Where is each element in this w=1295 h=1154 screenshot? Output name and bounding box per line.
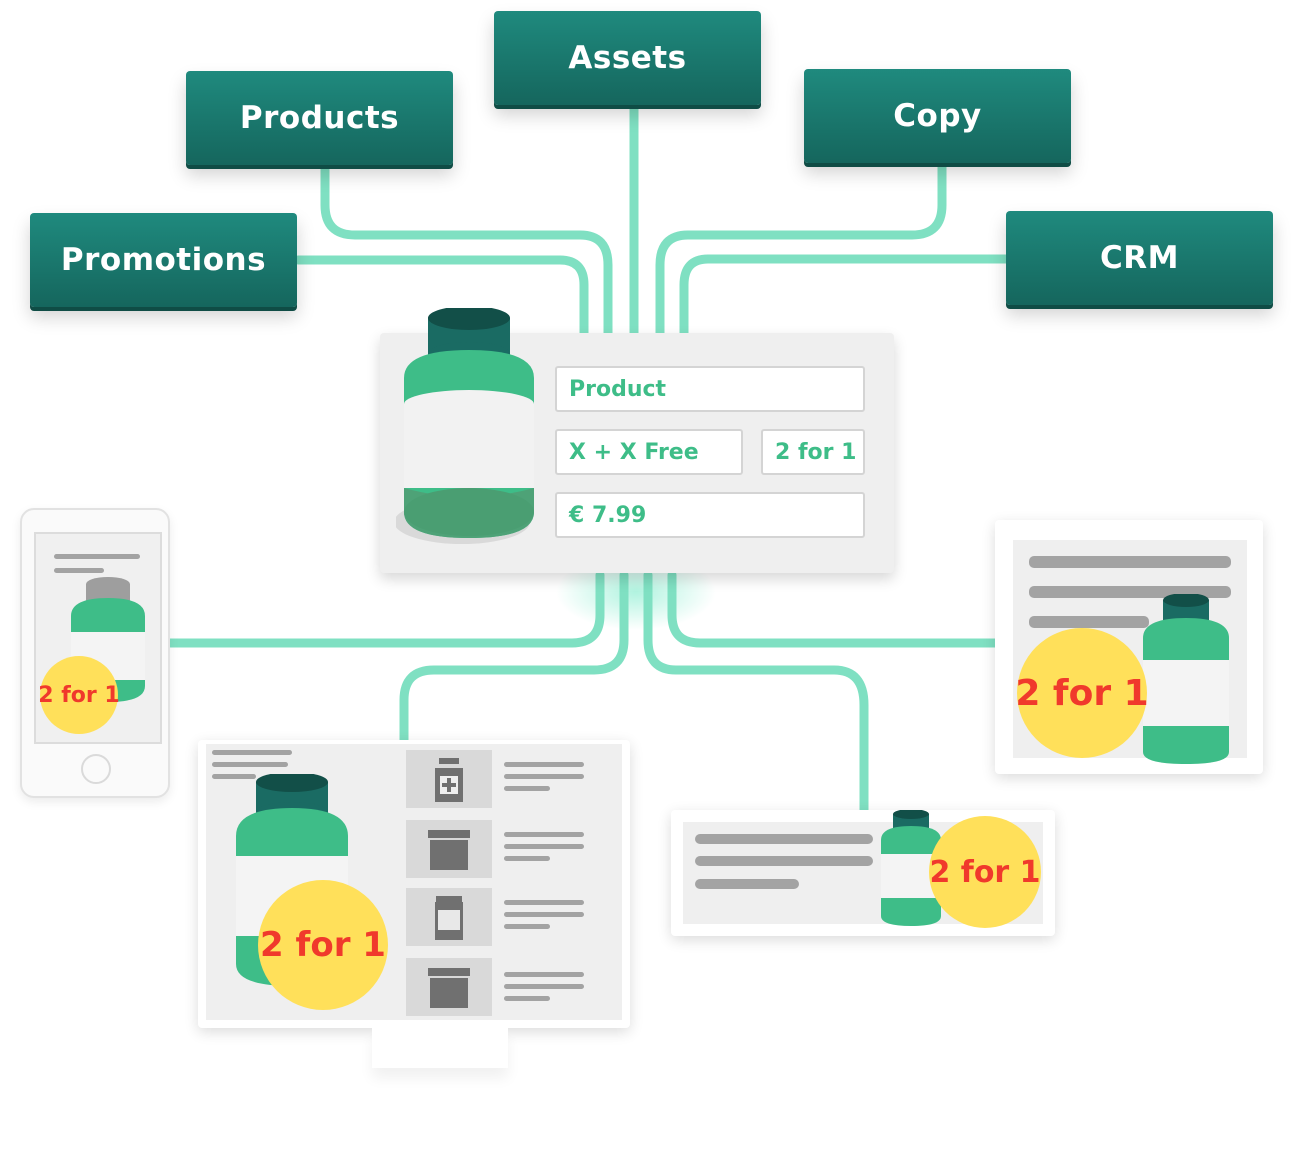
crm-source-box[interactable]: CRM: [1006, 211, 1273, 305]
supplement-jar-icon: [435, 896, 463, 940]
assets-source-box[interactable]: Assets: [494, 11, 761, 105]
desktop-screen: 2 for 1: [206, 744, 622, 1020]
connector-promotions: [293, 255, 589, 340]
connector-mobile: [165, 570, 605, 648]
home-button[interactable]: [81, 754, 111, 784]
product-label-field[interactable]: Product: [555, 366, 865, 412]
connector-products: [320, 160, 613, 340]
price-field[interactable]: € 7.99: [555, 492, 865, 538]
connector-crm: [679, 254, 1011, 340]
promo-value-field[interactable]: 2 for 1: [761, 429, 865, 475]
bottle-icon: [396, 308, 534, 544]
list-thumb[interactable]: [406, 888, 492, 946]
mobile-channel: 2 for 1: [20, 508, 170, 798]
mobile-promo-badge: 2 for 1: [38, 656, 120, 734]
list-thumb[interactable]: [406, 820, 492, 878]
products-source-box[interactable]: Products: [186, 71, 453, 165]
jar-icon: [428, 968, 470, 1008]
display-area: 2 for 1: [1013, 540, 1247, 764]
banner-channel: 2 for 1: [671, 810, 1055, 936]
promo-type-field[interactable]: X + X Free: [555, 429, 743, 475]
monitor-stand: [372, 1028, 508, 1068]
connector-desktop: [399, 570, 629, 745]
display-promo-badge: 2 for 1: [1015, 628, 1149, 758]
copy-source-box[interactable]: Copy: [804, 69, 1071, 163]
promotions-source-box[interactable]: Promotions: [30, 213, 297, 307]
connector-copy: [655, 160, 947, 340]
medicine-bottle-icon: [435, 758, 463, 802]
banner-area: 2 for 1: [683, 810, 1043, 928]
list-thumb[interactable]: [406, 958, 492, 1016]
bottle-icon: [1143, 594, 1229, 764]
desktop-promo-badge: 2 for 1: [258, 880, 388, 1010]
connector-display: [667, 570, 1001, 648]
display-channel: 2 for 1: [995, 520, 1263, 774]
jar-icon: [428, 830, 470, 870]
product-card: Product X + X Free 2 for 1 € 7.99: [380, 308, 894, 573]
list-thumb[interactable]: [406, 750, 492, 808]
banner-promo-badge: 2 for 1: [929, 816, 1041, 928]
connector-banner: [643, 570, 869, 815]
desktop-channel: 2 for 1: [198, 740, 630, 1068]
